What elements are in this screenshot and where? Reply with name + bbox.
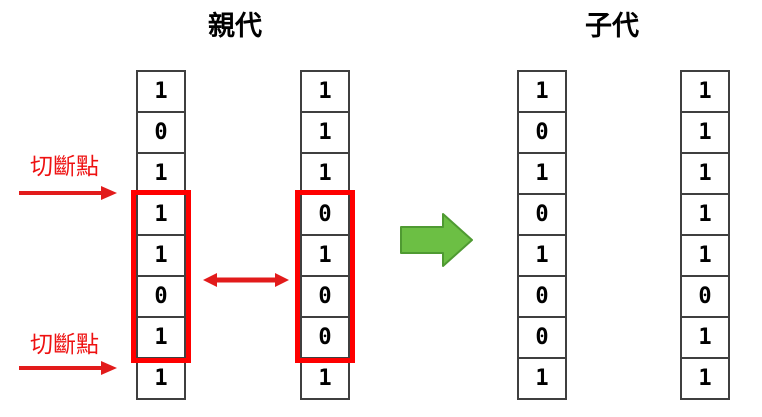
gene-cell: 1 [680, 234, 730, 277]
gene-cell: 1 [517, 70, 567, 113]
parent1-chromosome: 1 0 1 1 1 0 1 1 [136, 70, 186, 400]
crossover-segment-highlight-parent1 [131, 190, 191, 363]
gene-cell: 1 [680, 193, 730, 236]
cut-point-label-bottom: 切斷點 [30, 331, 99, 357]
swap-double-arrow-icon [203, 273, 289, 287]
crossover-segment-highlight-parent2 [295, 190, 355, 363]
gene-cell: 1 [680, 70, 730, 113]
parents-title: 親代 [208, 11, 262, 41]
gene-cell: 1 [300, 70, 350, 113]
child2-chromosome: 1 1 1 1 1 0 1 1 [680, 70, 730, 400]
gene-cell: 0 [300, 316, 350, 359]
cut-point-label-top: 切斷點 [30, 153, 99, 179]
parent2-chromosome: 1 1 1 0 1 0 0 1 [300, 70, 350, 400]
gene-cell: 1 [300, 152, 350, 195]
gene-cell: 1 [680, 316, 730, 359]
gene-cell: 0 [517, 111, 567, 154]
gene-cell: 1 [680, 111, 730, 154]
gene-cell: 0 [680, 275, 730, 318]
gene-cell: 1 [680, 152, 730, 195]
gene-cell: 0 [136, 275, 186, 318]
cut-point-arrow-icon [19, 361, 117, 375]
crossover-result-arrow-icon [400, 213, 473, 267]
gene-cell: 0 [517, 316, 567, 359]
cut-point-arrow-icon [19, 186, 117, 200]
gene-cell: 1 [136, 70, 186, 113]
gene-cell: 1 [300, 111, 350, 154]
gene-cell: 1 [136, 316, 186, 359]
gene-cell: 1 [517, 234, 567, 277]
gene-cell: 1 [300, 357, 350, 400]
gene-cell: 1 [300, 234, 350, 277]
child1-chromosome: 1 0 1 0 1 0 0 1 [517, 70, 567, 400]
gene-cell: 1 [517, 357, 567, 400]
offspring-title: 子代 [585, 11, 639, 41]
gene-cell: 1 [517, 152, 567, 195]
gene-cell: 1 [136, 234, 186, 277]
gene-cell: 1 [136, 357, 186, 400]
gene-cell: 1 [680, 357, 730, 400]
gene-cell: 1 [136, 152, 186, 195]
gene-cell: 0 [517, 193, 567, 236]
gene-cell: 0 [517, 275, 567, 318]
gene-cell: 0 [136, 111, 186, 154]
